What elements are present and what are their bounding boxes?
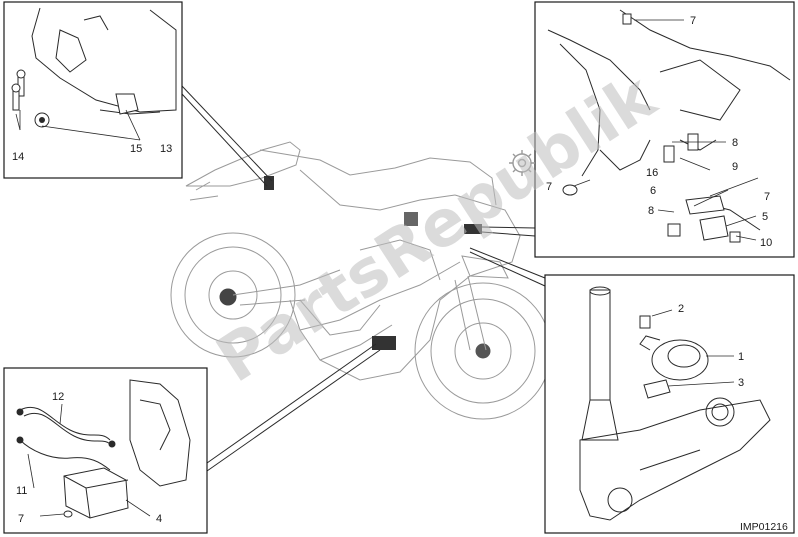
- callout-9: 9: [732, 161, 738, 173]
- drawing-code: IMP01216: [740, 521, 788, 533]
- callout-1: 1: [738, 351, 744, 363]
- inset-front-frame: 7 8 16 6 9 7 7 8 5 10: [509, 1, 795, 258]
- callout-2: 2: [678, 303, 684, 315]
- inset-horn: 2 1 3 IMP01216: [544, 274, 795, 534]
- leader-lines: [181, 85, 546, 472]
- callout-5: 5: [762, 211, 768, 223]
- callout-4: 4: [156, 513, 162, 525]
- callout-7-bottom: 7: [18, 513, 24, 525]
- callout-11: 11: [16, 485, 27, 497]
- callout-6: 6: [650, 185, 656, 197]
- callout-15: 15: [130, 143, 142, 155]
- callout-16: 16: [646, 167, 658, 179]
- callout-7-top: 7: [690, 15, 696, 27]
- motorcycle-outline: [170, 141, 552, 420]
- callout-14: 14: [12, 151, 24, 163]
- callout-12: 12: [52, 391, 64, 403]
- callout-10: 10: [760, 237, 772, 249]
- callout-7-left: 7: [546, 181, 552, 193]
- callout-3: 3: [738, 377, 744, 389]
- inset-ecu-harness: 12 11 7 4: [3, 367, 208, 534]
- callout-13: 13: [160, 143, 172, 155]
- callout-8-bottom: 8: [648, 205, 654, 217]
- gear-icon: [509, 150, 535, 176]
- callout-7-mid: 7: [764, 191, 770, 203]
- callout-8-top: 8: [732, 137, 738, 149]
- inset-rear-tail: 14 15 13: [3, 1, 183, 179]
- bike-part-markers: [264, 176, 482, 350]
